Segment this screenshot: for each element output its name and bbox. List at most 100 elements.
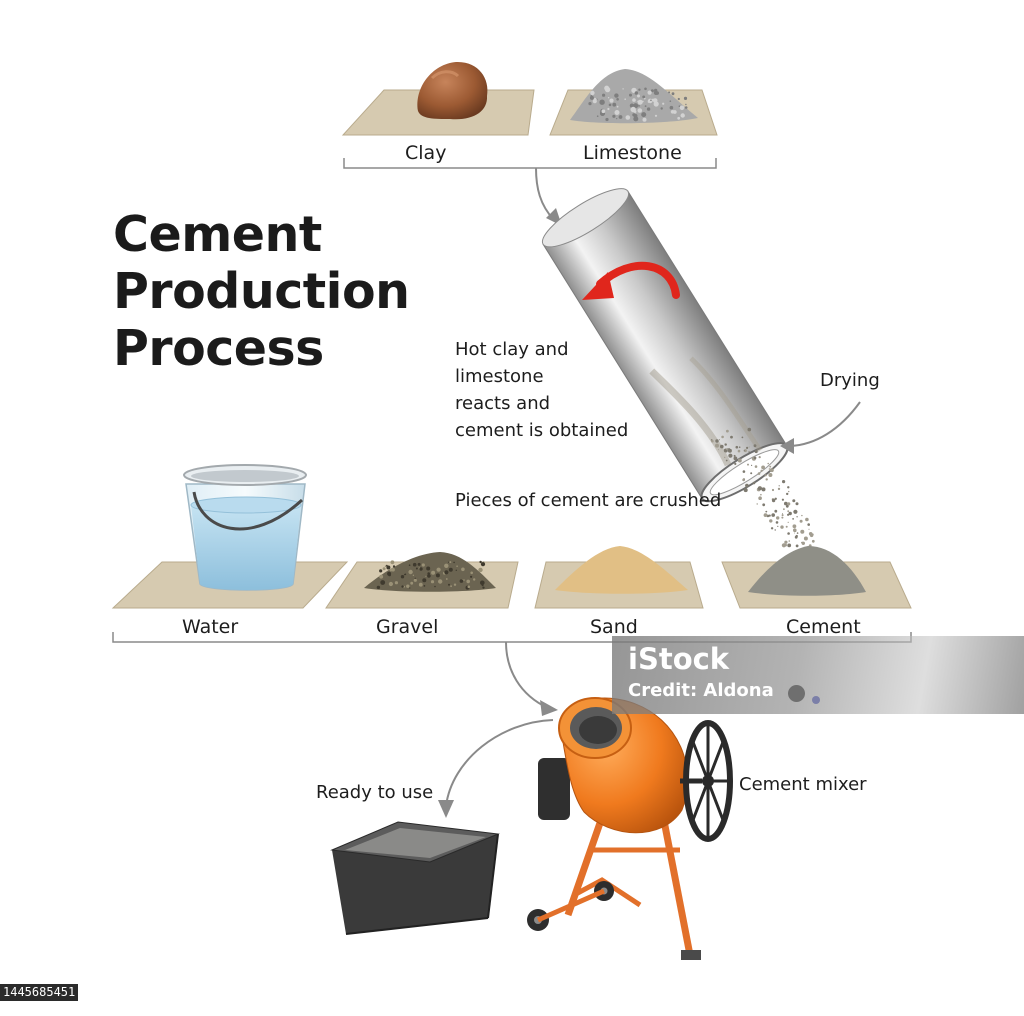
label-cement: Cement	[786, 616, 861, 638]
cement-tub	[330, 821, 500, 935]
cement-particle	[788, 540, 791, 542]
cement-particle	[792, 518, 794, 520]
grain	[647, 90, 652, 95]
label-clay: Clay	[405, 142, 447, 164]
cement-particle	[724, 443, 727, 446]
cement-particle	[758, 456, 761, 459]
cement-particle	[793, 528, 797, 532]
cement-particle	[746, 446, 749, 449]
grain	[651, 98, 655, 102]
clay-lump	[417, 61, 488, 120]
grain	[654, 114, 658, 117]
grain	[431, 570, 436, 575]
cement-particle	[715, 443, 719, 448]
cement-particle	[796, 516, 798, 518]
kiln-note-line-3: reacts and	[455, 393, 551, 414]
cement-particle	[720, 444, 724, 449]
falling-cement	[710, 427, 819, 555]
grain	[684, 106, 688, 109]
sand-pile	[555, 546, 688, 594]
cement-particle	[768, 468, 771, 470]
cement-particle	[807, 523, 810, 526]
grain	[453, 583, 457, 586]
cement-particle	[760, 493, 762, 496]
cement-particle	[753, 444, 757, 448]
grain	[391, 567, 395, 572]
grain	[453, 561, 455, 564]
cement-particle	[727, 448, 729, 450]
grain	[479, 560, 482, 564]
grain	[646, 107, 651, 111]
grain	[616, 105, 619, 108]
cement-particle	[725, 459, 728, 462]
grain	[379, 574, 384, 579]
grain	[434, 585, 436, 588]
cement-particle	[784, 501, 788, 506]
cement-particle	[718, 449, 720, 451]
cement-particle	[769, 519, 773, 523]
grain	[450, 585, 452, 588]
cement-particle	[776, 516, 780, 520]
grain	[422, 578, 427, 583]
cement-particle	[795, 502, 799, 506]
grain	[382, 567, 386, 571]
cement-particle	[748, 451, 750, 453]
cement-particle	[769, 468, 774, 473]
grain	[590, 90, 595, 96]
label-gravel: Gravel	[376, 616, 439, 638]
cement-particle	[800, 529, 805, 534]
grain	[408, 569, 413, 575]
grain	[605, 117, 609, 122]
watermark-small-dot-icon	[812, 696, 820, 704]
grain	[449, 561, 452, 564]
cement-particle	[737, 449, 741, 453]
cement-particle	[793, 509, 798, 514]
cement-particle	[799, 519, 803, 523]
cement-particle	[754, 449, 758, 454]
arrow-to-tub-head	[438, 800, 454, 818]
grain	[662, 102, 665, 105]
cement-particle	[735, 445, 739, 449]
cement-particle	[738, 446, 741, 449]
grain	[650, 99, 652, 102]
grain	[379, 569, 383, 573]
grain	[408, 564, 411, 566]
cement-particle	[803, 536, 808, 541]
grain	[653, 90, 659, 95]
cement-particle	[777, 525, 779, 528]
cement-particle	[763, 513, 768, 517]
grain	[409, 587, 411, 589]
cement-particle	[747, 427, 752, 432]
cement-particle	[761, 487, 766, 492]
cement-particle	[811, 533, 814, 536]
grain	[448, 583, 450, 586]
cement-particle	[765, 478, 768, 481]
cement-particle	[774, 509, 778, 513]
cement-particle	[734, 462, 737, 465]
grain	[612, 114, 616, 118]
cement-particle	[784, 540, 788, 544]
cement-particle	[794, 535, 798, 539]
grain	[638, 105, 640, 107]
cement-particle	[728, 453, 733, 458]
grain	[614, 93, 619, 98]
cement-particle	[774, 529, 776, 531]
cement-particle	[747, 463, 749, 466]
grain	[685, 103, 687, 106]
cement-particle	[795, 544, 799, 548]
grain	[425, 575, 427, 577]
cement-particle	[786, 492, 789, 496]
grain	[599, 99, 605, 105]
label-drying: Drying	[820, 370, 880, 391]
arrow-to-tub	[445, 719, 554, 807]
grain	[426, 566, 431, 571]
cement-particle	[787, 510, 790, 513]
grain	[642, 95, 646, 99]
cement-particle	[743, 449, 747, 453]
limestone-grains	[588, 85, 688, 122]
title-line-3: Process	[113, 320, 324, 377]
grain	[644, 87, 647, 91]
cement-particle	[787, 513, 790, 516]
grain	[668, 91, 671, 94]
